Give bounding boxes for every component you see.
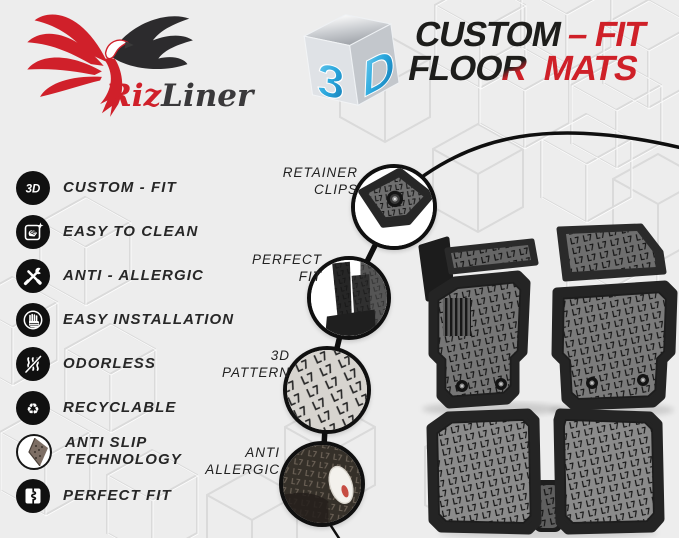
feature-label: PERFECT FIT [63,486,172,504]
floor-mats-product-image: L7 [418,223,679,538]
feature-anti-slip: ANTI SLIP TECHNOLOGY [16,430,237,474]
svg-text:3D: 3D [26,184,41,196]
feature-list: 3D CUSTOM - FIT EASY TO CLEAN [16,166,237,518]
eagle-logo-icon [27,14,193,117]
easy-clean-icon [16,215,50,249]
title-line2-black: FLOO [405,48,506,88]
puzzle-fit-icon [16,479,50,513]
front-mat-passenger [550,223,679,412]
brand-name-red: Riz [106,78,162,114]
rear-mat [425,408,670,538]
recycle-icon: ♻ [16,391,50,425]
feature-label: ANTI SLIP TECHNOLOGY [65,434,182,468]
feature-easy-installation: EASY INSTALLATION [16,298,237,342]
feature-custom-fit: 3D CUSTOM - FIT [16,166,237,210]
3d-pattern-zoom-circle: L7 [283,346,371,434]
grip-photo-icon [16,434,52,470]
feature-anti-allergic: ANTI - ALLERGIC [16,254,237,298]
feature-recyclable: ♻ RECYCLABLE [16,386,237,430]
feature-label: ODORLESS [63,354,156,372]
feature-easy-to-clean: EASY TO CLEAN [16,210,237,254]
title-line2-red: MATS [540,48,641,88]
brand-logo: RizLiner [14,2,284,127]
retainer-clips-zoom-circle: L7 [351,164,437,250]
3d-cube-badge: 3 D [302,14,400,112]
brand-name-dark: Liner [161,78,254,114]
feature-label: ANTI - ALLERGIC [63,266,204,284]
crossed-tools-icon [16,259,50,293]
feature-label: CUSTOM - FIT [63,178,177,196]
front-mat-driver [418,236,539,413]
callout-label-3d-pattern: 3D PATTERN [221,348,290,380]
feature-perfect-fit: PERFECT FIT [16,474,237,518]
feature-odorless: ODORLESS [16,342,237,386]
callout-label-retainer-clips: RETAINER CLIPS [282,165,358,197]
odor-waves-icon [16,347,50,381]
retainer-grommets-passenger [586,374,649,389]
feature-label: EASY TO CLEAN [63,222,199,240]
callout-label-perfect-fit: PERFECT FIT [251,252,322,284]
retainer-grommets-driver [456,378,507,392]
3d-badge-icon: 3D [16,171,50,205]
feature-label: RECYCLABLE [63,398,177,416]
hand-glove-icon [16,303,50,337]
anti-allergic-zoom-circle: L7 [279,441,365,527]
brand-name: RizLiner [106,78,253,114]
feature-label: EASY INSTALLATION [63,310,235,328]
svg-text:♻: ♻ [26,400,39,418]
